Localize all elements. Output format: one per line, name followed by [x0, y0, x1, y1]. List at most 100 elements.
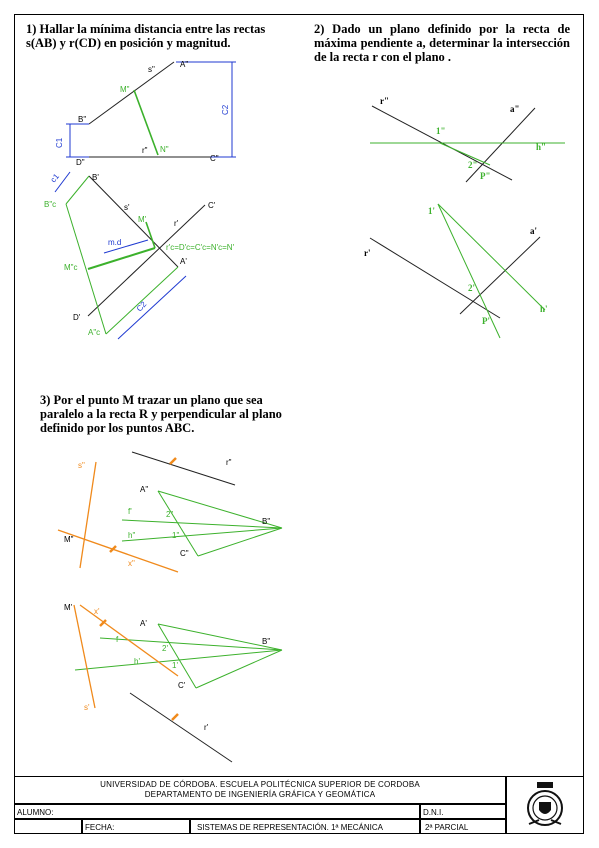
line-f1 [99, 637, 283, 651]
label-P2: P" [480, 171, 491, 181]
label-B1-p3: B" [262, 637, 270, 646]
title-block: UNIVERSIDAD DE CÓRDOBA. ESCUELA POLITÉCN… [14, 776, 584, 834]
label-2-2: 2" [468, 160, 478, 170]
label-B2: B" [78, 115, 86, 124]
label-2-2-p3: 2" [166, 510, 173, 519]
problem-1-drawing [54, 61, 236, 340]
dim-c2-lower [117, 275, 187, 340]
label-M1: M' [138, 215, 147, 224]
dim-md [103, 239, 149, 254]
department-name: DEPARTAMENTO DE INGENIERÍA GRÁFICA Y GEO… [144, 790, 376, 799]
line-r1-p2 [369, 237, 501, 319]
line-AB1 [157, 623, 283, 651]
line-a2 [465, 107, 536, 183]
line-f2 [121, 519, 283, 529]
label-c2-lower: C2 [135, 299, 149, 313]
course-name: SISTEMAS DE REPRESENTACIÓN. 1ª MECÁNICA [190, 819, 420, 834]
label-a2: a" [510, 104, 520, 114]
line-r1-p3 [129, 692, 233, 763]
line-h1-p3 [74, 649, 283, 671]
label-2-1: 2' [468, 283, 475, 293]
line-s1-p3 [73, 604, 96, 709]
line-r2-p3 [131, 451, 236, 486]
problem-3-statement: 3) Por el punto M trazar un plano que se… [40, 393, 282, 435]
line-CB2 [197, 527, 283, 557]
line-AB2 [157, 490, 283, 529]
tick-x1 [99, 619, 107, 627]
label-P1: P' [482, 316, 490, 326]
line-12 [439, 142, 491, 166]
line-MN2 [133, 89, 159, 156]
label-A2c: A"c [88, 328, 100, 337]
label-1-1: 1' [428, 206, 435, 216]
university-seal-icon [506, 776, 584, 834]
label-r1-p2: r' [364, 248, 371, 258]
label-C1: C1 [55, 137, 64, 148]
label-h2-p2: h" [536, 142, 546, 152]
label-A1-p3: A' [140, 619, 147, 628]
label-s2: s" [148, 65, 155, 74]
dni-field[interactable]: D.N.I. [420, 804, 506, 819]
label-A2-p3: A" [140, 485, 148, 494]
label-r2-p3: r" [226, 458, 232, 467]
line-s2 [88, 61, 175, 125]
line-1-2 [437, 203, 501, 339]
label-C1-p3: C' [178, 681, 186, 690]
student-name-field[interactable]: ALUMNO: [14, 804, 420, 819]
line-s2-p3 [79, 461, 97, 569]
label-A2: A" [180, 60, 188, 69]
label-f2: f' [128, 507, 132, 516]
line-AC2 [157, 490, 199, 557]
line-x1 [79, 604, 179, 677]
label-D1: D' [73, 313, 81, 322]
label-s1: s' [124, 203, 130, 212]
label-B1: B' [92, 173, 99, 182]
label-Cc2: C" [210, 154, 219, 163]
label-s2-p3: s" [78, 461, 85, 470]
label-r1-p3: r' [204, 723, 209, 732]
label-C2-p3: C" [180, 549, 189, 558]
tick-r1 [171, 713, 179, 721]
tick-x2 [109, 545, 117, 553]
label-M2: M" [120, 85, 130, 94]
institution-name: UNIVERSIDAD DE CÓRDOBA. ESCUELA POLITÉCN… [100, 780, 420, 789]
problem-2-labels: r" a" 1" h" 2" P" 1' a' r' 2' h' P' [364, 96, 548, 326]
line-s1 [88, 175, 179, 268]
label-1-2: 1" [436, 126, 446, 136]
label-f1: f [116, 635, 119, 644]
label-1-2-p3: 1" [172, 531, 179, 540]
label-x2: x" [128, 559, 135, 568]
institution-cell: UNIVERSIDAD DE CÓRDOBA. ESCUELA POLITÉCN… [14, 776, 506, 804]
label-h1-p2: h' [540, 304, 548, 314]
blank-cell [14, 819, 82, 834]
line-AC1 [157, 623, 197, 689]
label-c1-lower: c1 [49, 172, 62, 185]
problem-2-statement: 2) Dado un plano definido por la recta d… [314, 22, 570, 64]
label-h2-p3: h" [128, 531, 135, 540]
label-B2-p3: B" [262, 517, 270, 526]
line-fold-top [65, 175, 90, 205]
label-r2: r" [142, 146, 148, 155]
label-a1: a' [530, 226, 537, 236]
date-field[interactable]: FECHA: [82, 819, 190, 834]
line-CB1 [195, 649, 283, 689]
problem-2-drawing [369, 105, 565, 339]
label-r1: r' [174, 219, 179, 228]
label-md: m.d [108, 238, 121, 247]
label-M2c: M"c [64, 263, 78, 272]
label-N2: N" [160, 145, 169, 154]
problem-3-drawing [57, 451, 283, 763]
problem-1-labels: s" A" M" B" C2 C1 r" N" D" C" c1 B' B"c … [44, 60, 235, 337]
label-M1-p3: M' [64, 603, 73, 612]
label-C2: C2 [221, 104, 230, 115]
label-s1-p3: s' [84, 703, 90, 712]
geometry-drawing: s" A" M" B" C2 C1 r" N" D" C" c1 B' B"c … [44, 60, 565, 763]
label-2-1-p3: 2' [162, 644, 168, 653]
dim-c1-lower [54, 171, 71, 193]
label-A1: A' [180, 257, 187, 266]
line-fold-bottom [105, 266, 179, 335]
label-C1p: C' [208, 201, 216, 210]
line-x2 [57, 529, 179, 573]
seal-icon [527, 782, 563, 826]
line-h1 [437, 203, 546, 311]
